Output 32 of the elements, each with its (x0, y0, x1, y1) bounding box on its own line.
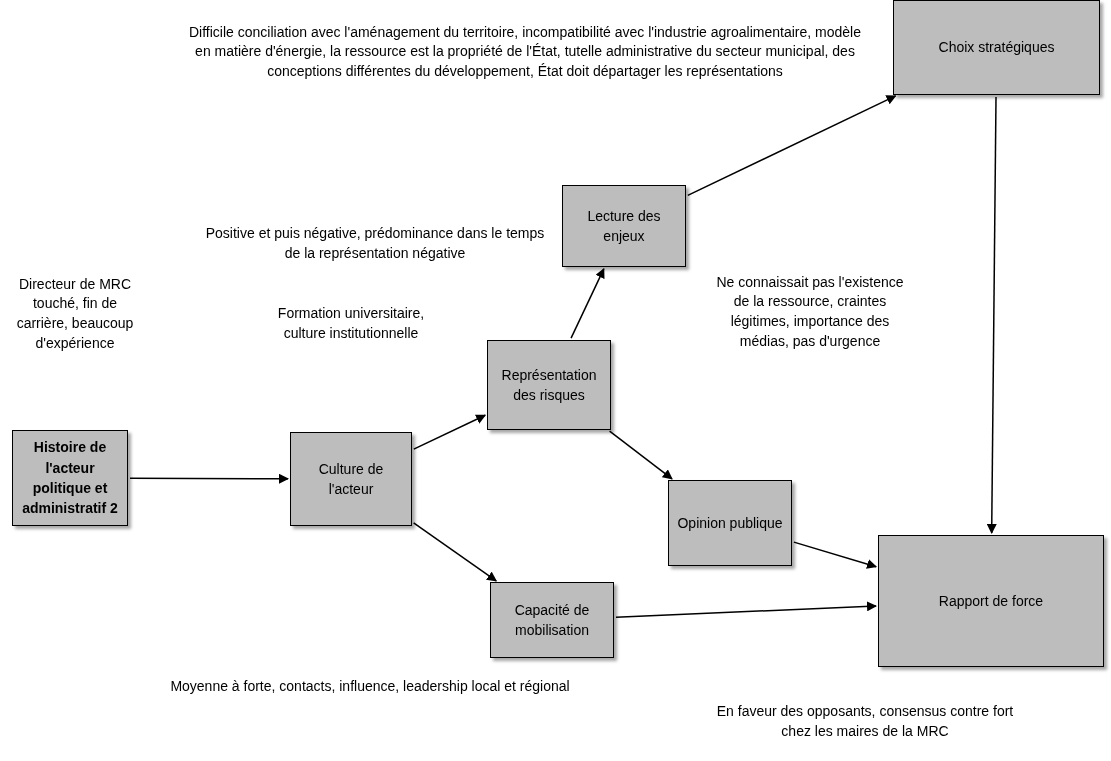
box-label: Histoire de l'acteur politique et administratif 2 (21, 438, 119, 519)
box-label: Rapport de force (938, 591, 1044, 611)
arrow (413, 414, 487, 450)
arrow (986, 96, 997, 534)
box-label: Culture de l'acteur (317, 459, 385, 499)
process-box (290, 432, 412, 526)
annotation-text: Moyenne à forte, contacts, influence, leadership local et régional (170, 677, 570, 697)
box-label: Opinion publique (677, 513, 783, 533)
arrow (412, 522, 497, 582)
box-label: Représentation des risques (500, 365, 598, 405)
arrow (615, 601, 877, 618)
arrow (793, 541, 878, 569)
annotation-text: Ne connaissait pas l'existence de la ressource, craintes légitimes, importance des médias, pas d'urgence (715, 272, 905, 351)
process-box (562, 185, 686, 267)
box-label: Capacité de mobilisation (513, 600, 591, 640)
annotation-text: Positive et puis négative, prédominance dans le temps de la représentation négative (204, 224, 546, 263)
arrow (129, 473, 289, 484)
process-box (12, 430, 128, 526)
arrow (687, 95, 897, 197)
process-box (668, 480, 792, 566)
arrow (570, 267, 605, 339)
box-label: Choix stratégiques (938, 38, 1055, 58)
annotation-text: Formation universitaire, culture institutionnelle (276, 304, 426, 343)
box-label: Lecture des enjeux (586, 206, 662, 246)
annotation-text: Difficile conciliation avec l'aménagement du territoire, incompatibilité avec l'industrie agroalimentaire, modèle en matière d'énergie, la ressource est la propriété de l'État, tutelle administrative du secteur municipal, des conceptions différentes du développement, État doit départager les représentations (188, 22, 862, 81)
process-box (490, 582, 614, 658)
annotation-text: En faveur des opposants, consensus contre fort chez les maires de la MRC (715, 702, 1015, 741)
arrow (608, 430, 673, 480)
annotation-text: Directeur de MRC touché, fin de carrière, beaucoup d'expérience (15, 274, 135, 353)
process-box (893, 0, 1100, 95)
process-box (487, 340, 611, 430)
process-box (878, 535, 1104, 667)
